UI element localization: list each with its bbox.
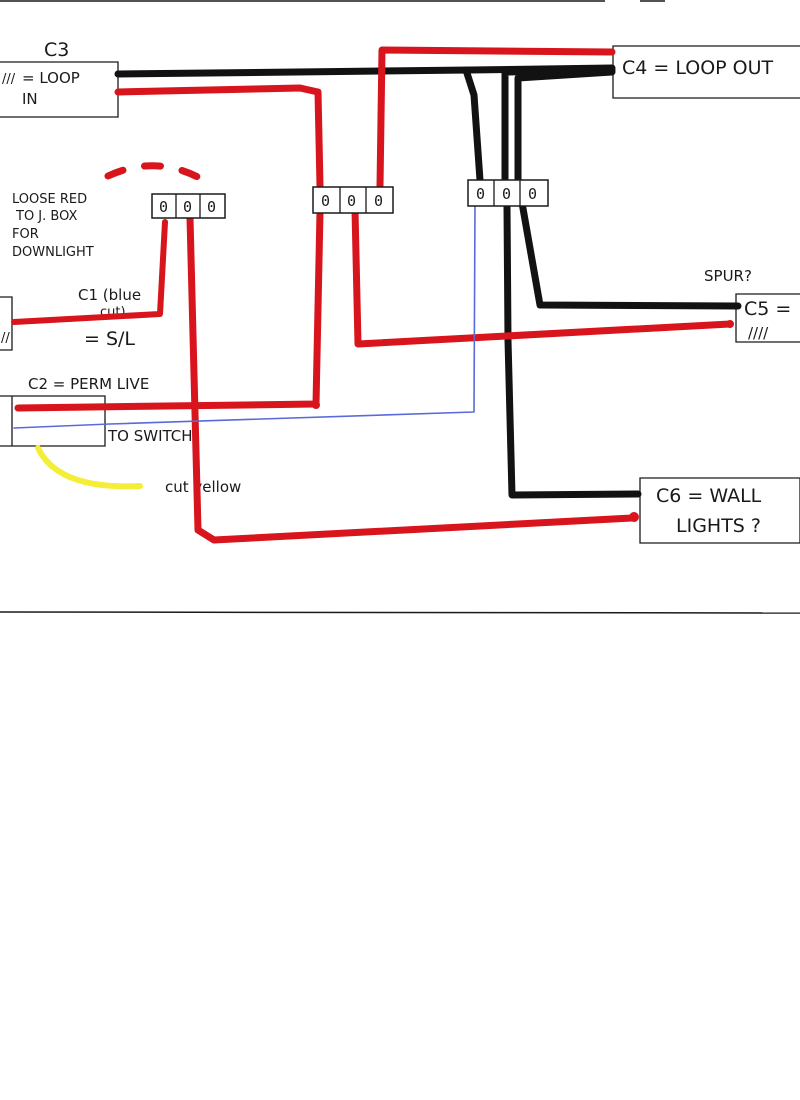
loose-red-note: LOOSE RED TO J. BOX FOR DOWNLIGHT (12, 192, 94, 260)
c2-cut-note: cut yellow (165, 478, 241, 496)
cable-box-c2: C2 = PERM LIVE TO SWITCH cut yellow (0, 375, 241, 496)
c2-switch-label: TO SWITCH (107, 427, 193, 445)
cable-box-c4: C4 = LOOP OUT (612, 45, 800, 99)
loose-red-dashed (104, 162, 214, 188)
cable-box-c6: C6 = WALL LIGHTS ? (639, 477, 800, 544)
terminal-block-left-outline (151, 193, 226, 219)
c5-box-outline (735, 293, 800, 343)
c6-label-line2: LIGHTS ? (676, 515, 761, 537)
terminal-slot: 0 (528, 185, 537, 203)
c6-box-outline (639, 477, 800, 544)
earth-cut-yellow (35, 445, 143, 490)
terminal-slot: 0 (207, 198, 216, 216)
c3-mark: /// (2, 72, 16, 87)
loose-red-note-line3: FOR (12, 227, 39, 242)
switch-wire-blue (13, 204, 476, 429)
c5-live-end-dot (726, 320, 734, 328)
neutral-wire-loop-out-branch (501, 66, 616, 184)
terminal-block-middle-outline (312, 186, 394, 214)
c1-box-mark: // (1, 331, 10, 346)
c6-label-line1: C6 = WALL (656, 485, 762, 507)
c5-mark: //// (748, 324, 769, 342)
perm-live-end-dot (312, 401, 320, 409)
live-wire-to-c5 (351, 206, 734, 348)
terminal-slot: 0 (321, 192, 330, 210)
terminal-slot: 0 (159, 198, 168, 216)
sheet-fold-line (0, 611, 800, 614)
c5-note: SPUR? (704, 267, 752, 285)
c4-label: C4 = LOOP OUT (622, 57, 774, 79)
c3-desc-line2: IN (22, 90, 38, 108)
terminal-slot: 0 (347, 192, 356, 210)
c1-desc: = S/L (84, 328, 135, 350)
terminal-block-right-outline (467, 179, 549, 207)
cable-box-c5: SPUR? C5 = //// (704, 267, 800, 343)
neutral-wire-down-to-right-terminal (462, 66, 484, 184)
live-wire-to-c6 (186, 214, 636, 544)
live-wire-to-loop-out (376, 46, 616, 190)
live-wire-loop-in (114, 84, 324, 190)
c3-label: C3 (44, 39, 69, 61)
cable-box-c3: C3 /// = LOOP IN (0, 39, 119, 118)
loose-red-note-line2: TO J. BOX (15, 209, 77, 224)
live-wire-switch-line (11, 219, 168, 325)
c2-label: C2 = PERM LIVE (28, 375, 149, 393)
loose-red-note-line1: LOOSE RED (12, 192, 87, 207)
terminal-block-left: 0 0 0 (151, 193, 226, 219)
terminal-slot: 0 (502, 185, 511, 203)
terminal-block-middle: 0 0 0 (312, 186, 394, 214)
neutral-wire-to-c6 (503, 202, 642, 499)
c3-desc-line1: = LOOP (22, 69, 80, 87)
terminal-slot: 0 (374, 192, 383, 210)
terminal-block-right: 0 0 0 (467, 179, 549, 207)
c5-label: C5 = (744, 298, 791, 320)
wire-end-dots (312, 320, 734, 522)
c2-box-outline (0, 395, 106, 447)
c1-label: C1 (blue (78, 286, 141, 304)
loose-red-note-line4: DOWNLIGHT (12, 245, 94, 260)
terminal-slot: 0 (183, 198, 192, 216)
c6-live-end-dot (629, 512, 639, 522)
terminal-slot: 0 (476, 185, 485, 203)
